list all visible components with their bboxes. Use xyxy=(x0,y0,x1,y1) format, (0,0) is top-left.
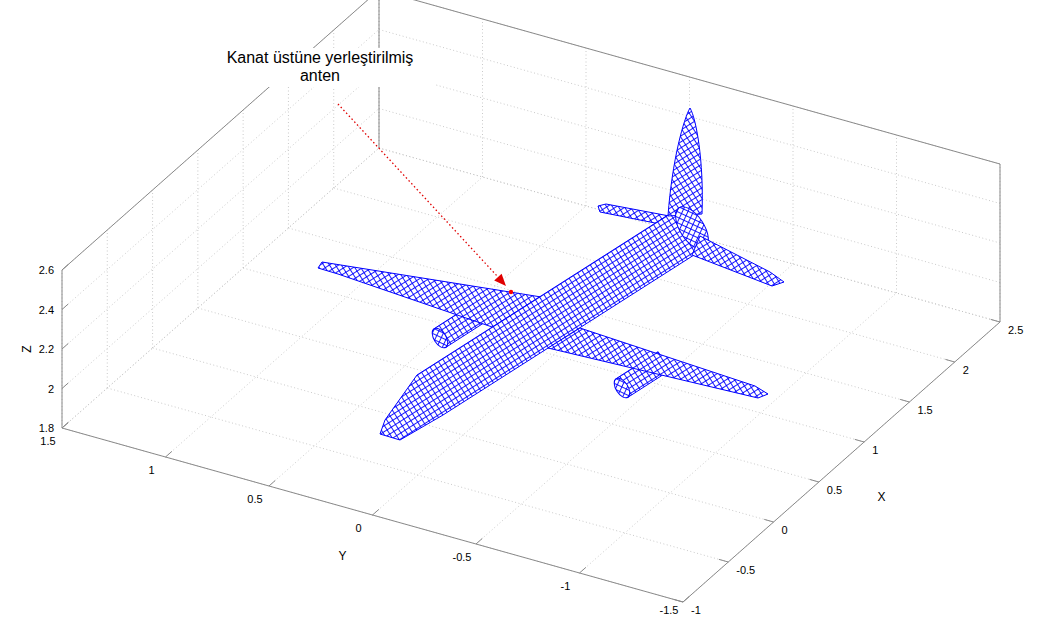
tick-mark xyxy=(580,567,586,573)
tick-label: 0.5 xyxy=(247,493,262,506)
tick-mark xyxy=(683,596,689,602)
grid-line xyxy=(482,19,483,177)
leader-arrowhead xyxy=(494,274,506,286)
grid-line xyxy=(62,148,379,428)
tick-label: 2 xyxy=(963,364,969,377)
tick-label: 0 xyxy=(355,522,361,535)
tick-mark xyxy=(810,479,819,482)
tick-mark xyxy=(476,538,482,544)
vertical-fin xyxy=(668,108,702,216)
grid-line xyxy=(152,190,153,348)
tick-mark xyxy=(991,319,1000,322)
left-engine-intake xyxy=(429,325,451,350)
axis-edge xyxy=(62,0,379,270)
grid-line xyxy=(62,148,379,428)
tick-mark xyxy=(945,359,954,362)
grid-line xyxy=(580,293,897,573)
axis-label: Z xyxy=(21,345,35,352)
tick-mark xyxy=(269,480,275,486)
tick-mark xyxy=(719,559,728,562)
grid-line xyxy=(62,109,379,389)
axis-label: X xyxy=(877,491,885,505)
callout-text: Kanat üstüne yerleştirilmiş anten xyxy=(205,48,435,87)
tick-mark xyxy=(764,519,773,522)
tick-label: -0.5 xyxy=(453,551,472,564)
tick-mark xyxy=(62,383,68,389)
right-engine-intake xyxy=(611,375,633,400)
tick-label: 0 xyxy=(782,524,788,537)
tick-label: -1.5 xyxy=(660,603,679,616)
tick-label: 1.5 xyxy=(917,404,932,417)
tick-label: 1 xyxy=(148,464,154,477)
tick-mark xyxy=(166,451,172,457)
tick-mark xyxy=(62,304,68,310)
tick-label: 2.2 xyxy=(39,343,54,356)
tick-label: -1 xyxy=(691,603,701,616)
tick-label: 2.4 xyxy=(39,303,54,316)
fuselage xyxy=(380,208,705,440)
grid-line xyxy=(1000,164,1001,322)
tick-label: 1.8 xyxy=(39,422,54,435)
right-wing xyxy=(548,328,768,398)
tick-mark xyxy=(62,343,68,349)
right-stabilizer xyxy=(692,236,784,286)
grid-line xyxy=(793,106,794,264)
tick-mark xyxy=(62,422,68,428)
tick-mark xyxy=(674,599,683,602)
axis-label: Y xyxy=(338,550,346,564)
leader-line xyxy=(338,104,498,277)
grid-line xyxy=(62,69,379,349)
tick-mark xyxy=(855,439,864,442)
tick-label: 2.5 xyxy=(1008,324,1023,337)
tick-mark xyxy=(900,399,909,402)
tick-mark xyxy=(62,264,68,270)
axis-edge xyxy=(683,322,1000,602)
tick-label: 1.5 xyxy=(40,435,55,448)
grid-line xyxy=(62,0,379,270)
tick-mark xyxy=(62,422,68,428)
tick-mark xyxy=(373,509,379,515)
grid-line xyxy=(586,48,587,206)
antenna-dot xyxy=(509,290,513,294)
axis-edge xyxy=(1000,164,1001,322)
tick-label: -0.5 xyxy=(736,564,755,577)
tick-label: 2 xyxy=(48,382,54,395)
grid-line xyxy=(62,428,683,602)
grid-line xyxy=(896,135,897,293)
axis-edge xyxy=(62,428,683,602)
tick-label: 2.6 xyxy=(39,264,54,277)
tick-label: 0.5 xyxy=(827,484,842,497)
grid-line xyxy=(683,322,1000,602)
tick-label: -1 xyxy=(561,580,571,593)
tick-label: 1 xyxy=(872,444,878,457)
grid-line xyxy=(197,150,198,308)
